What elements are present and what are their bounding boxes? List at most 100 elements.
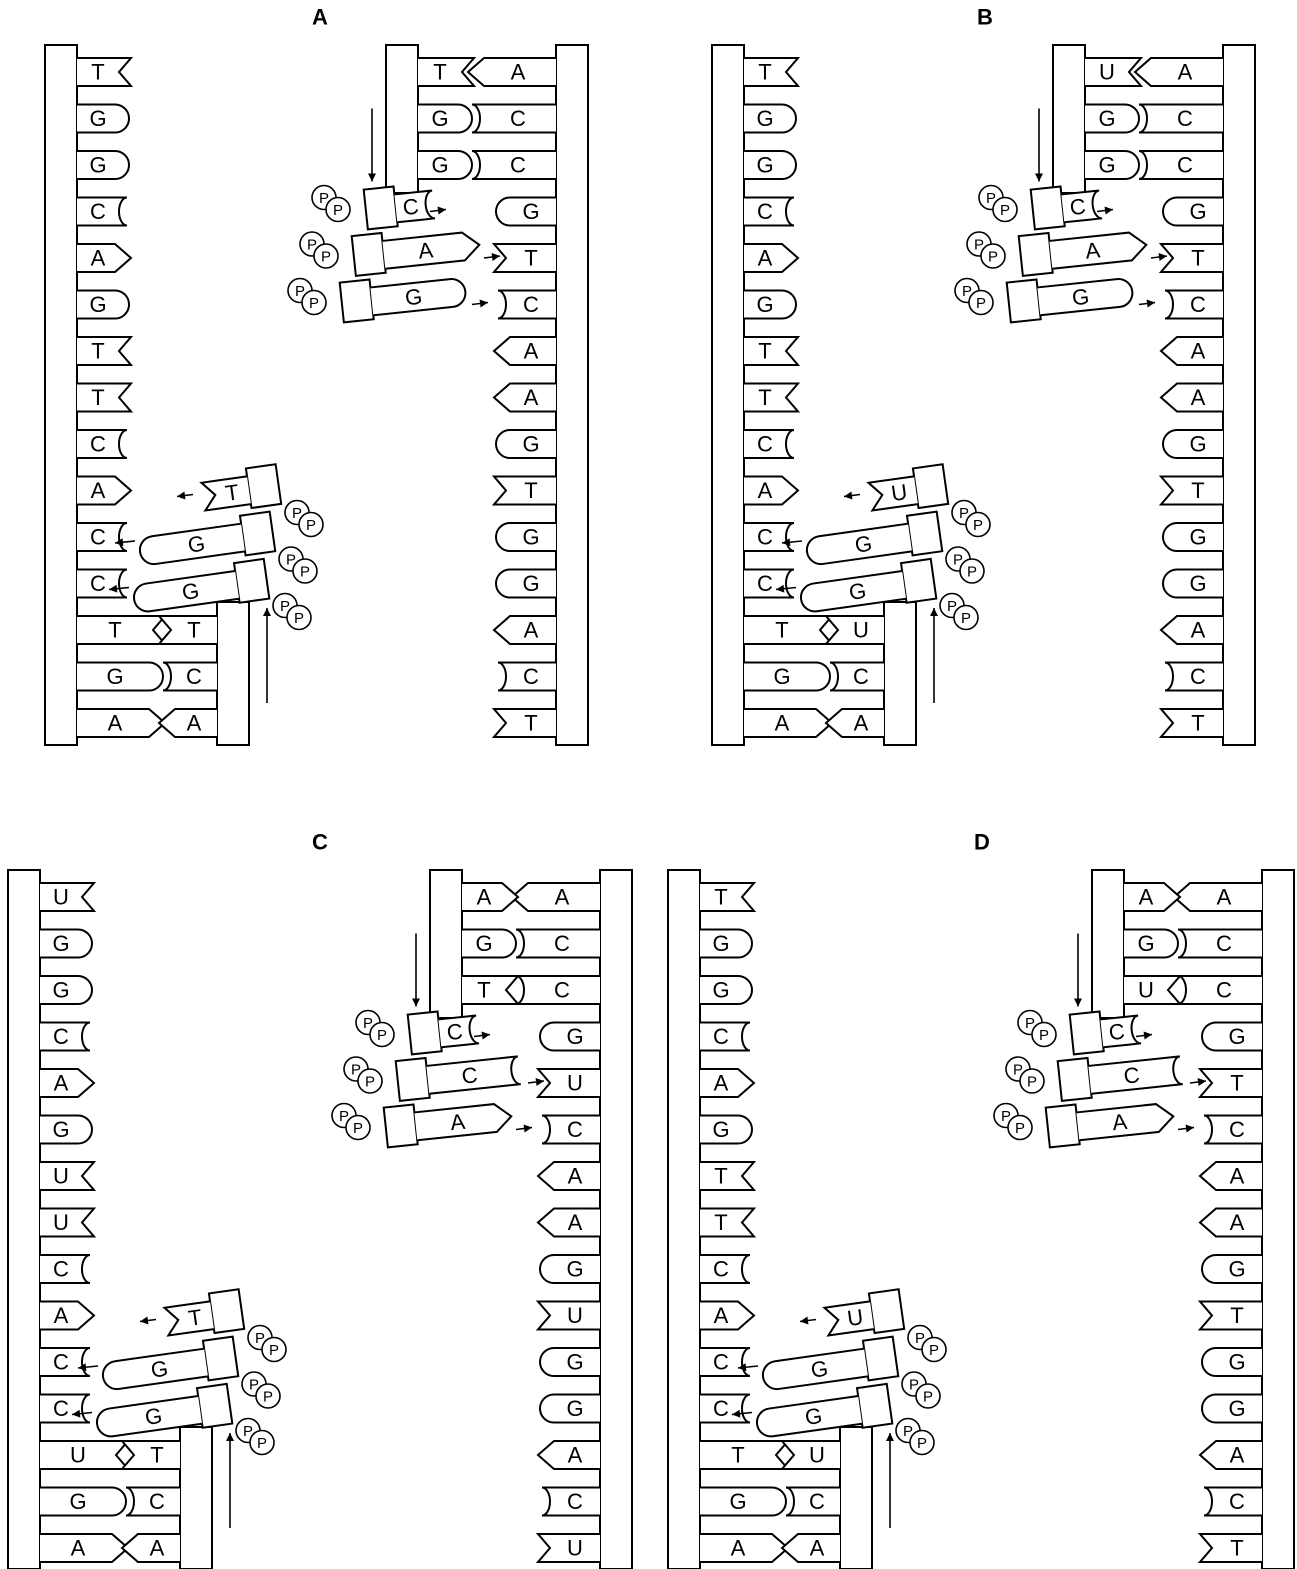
panel-A-right-base-5-letter: C <box>523 292 539 317</box>
panel-B-upper-incoming-base-0-letter: C <box>1069 194 1088 221</box>
panel-B-left-base-3-letter: C <box>757 199 773 224</box>
panel-D-left-base-6-letter: T <box>714 1164 727 1189</box>
panel-C-left-base-11-letter: C <box>53 1396 69 1421</box>
panel-B-upper-incoming-arrow-2-head <box>1147 300 1155 308</box>
panel-D-lower-primer-base-0-letter: A <box>810 1536 825 1561</box>
panel-A-right-template-backbone <box>556 45 588 745</box>
panel-D-left-base-13-letter: G <box>729 1489 746 1514</box>
panel-A-left-base-0-letter: T <box>91 60 104 85</box>
panel-D-left-base-3-letter: C <box>713 1024 729 1049</box>
panel-A-left-base-7-letter: T <box>91 385 104 410</box>
panel-A-upper-incoming-sugar-2 <box>340 279 374 322</box>
panel-D-lower-primer-base-1-letter: C <box>809 1489 825 1514</box>
panel-B-lower-incoming-arrow-2-head <box>844 492 852 500</box>
panel-B-lower-incoming-2: U <box>867 464 948 514</box>
panel-A-upper-primer-base-2-letter: G <box>431 153 448 178</box>
panel-A-upper-incoming-arrow-1-head <box>492 253 500 261</box>
panel-C: CUGGCAGUUCACCUGAACCGUCAAGUGGACUACTGPPGPP… <box>8 830 632 1569</box>
panel-B-lower-incoming-1-phosphates: PP <box>946 547 984 583</box>
panel-C-lower-incoming-0-phosphate-letter-1: P <box>257 1435 267 1452</box>
panel-B-left-base-14-letter: A <box>775 711 790 736</box>
panel-C-lower-primer-backbone <box>180 1427 212 1569</box>
panel-A-left-template-backbone <box>45 45 77 745</box>
panel-B-lower-direction-arrow <box>930 608 938 703</box>
panel-B-upper-incoming-0-phosphates: PP <box>979 186 1017 222</box>
panel-D-upper-incoming-0-phosphate-letter-1: P <box>1039 1027 1049 1044</box>
panel-C-right-base-4-letter: U <box>567 1071 583 1096</box>
panel-D-upper-incoming-base-0-letter: C <box>1108 1019 1127 1046</box>
panel-C-lower-incoming-sugar-1 <box>203 1337 238 1381</box>
panel-D-upper-incoming-arrow-0-head <box>1144 1032 1152 1040</box>
panel-D-right-base-6-letter: A <box>1230 1164 1245 1189</box>
panel-B-lower-incoming-0-phosphates: PP <box>940 594 978 630</box>
panel-A-left-base-12-letter: T <box>108 618 121 643</box>
panel-C-upper-incoming-arrow-2-head <box>524 1125 532 1133</box>
panel-C-left-base-12-letter: U <box>70 1443 86 1468</box>
panel-B-lower-incoming-sugar-1 <box>907 512 942 556</box>
panel-A-lower-incoming-1-phosphates: PP <box>279 547 317 583</box>
panel-D-right-base-1-letter: C <box>1216 931 1232 956</box>
panel-A-right-base-9-letter: T <box>524 478 537 503</box>
panel-C-lower-incoming-base-0-letter: G <box>143 1403 163 1430</box>
panel-D-upper-primer-backbone <box>1092 870 1124 1018</box>
panel-A-right-base-1-letter: C <box>510 106 526 131</box>
panel-C-right-base-1-letter: C <box>554 931 570 956</box>
panel-D-upper-incoming-1-phosphates: PP <box>1006 1057 1044 1093</box>
panel-B-upper-primer-base-1-letter: G <box>1098 106 1115 131</box>
panel-D-lower-incoming-2: U <box>823 1289 904 1339</box>
panel-D-upper-incoming-base-2-letter: A <box>1111 1109 1129 1135</box>
panel-B-right-base-3-letter: G <box>1189 199 1206 224</box>
panel-A-lower-primer-base-2-letter: T <box>187 618 200 643</box>
panel-C-left-base-1-letter: G <box>52 931 69 956</box>
panel-D-lower-incoming-sugar-0 <box>857 1384 892 1428</box>
panel-C-right-base-8-letter: G <box>566 1257 583 1282</box>
panel-C-upper-incoming-2-phosphates: PP <box>332 1104 370 1140</box>
panel-B-upper-incoming-base-2-letter: G <box>1071 284 1091 311</box>
panel-A-lower-incoming-2-phosphates: PP <box>285 501 323 537</box>
panel-A-upper-incoming-base-2-letter: G <box>404 284 424 311</box>
panel-D-lower-primer-base-2-letter: U <box>809 1443 825 1468</box>
panel-D-right-base-13-letter: C <box>1229 1489 1245 1514</box>
panel-B-upper-incoming-sugar-2 <box>1007 279 1041 322</box>
panel-C-lower-incoming-1-phosphate-letter-1: P <box>263 1389 273 1406</box>
panel-C-left-base-3-letter: C <box>53 1024 69 1049</box>
panel-B-left-base-6-letter: T <box>758 339 771 364</box>
panel-D-upper-incoming-2-phosphates: PP <box>994 1104 1032 1140</box>
panel-D-lower-incoming-base-1-letter: G <box>809 1356 829 1383</box>
panel-A-upper-primer-base-0-letter: T <box>433 60 446 85</box>
panel-D-right-base-3-letter: G <box>1228 1024 1245 1049</box>
panel-C-lower-incoming-0-phosphates: PP <box>236 1419 274 1455</box>
panel-C-upper-incoming-arrow-1-head <box>536 1078 544 1086</box>
panel-D-right-base-2-letter: C <box>1216 978 1232 1003</box>
panel-B-lower-incoming-0-phosphate-letter-1: P <box>961 610 971 627</box>
panel-C-right-base-11-letter: G <box>566 1396 583 1421</box>
panel-C-left-base-8-letter: C <box>53 1257 69 1282</box>
panel-D-left-base-10-letter: C <box>713 1350 729 1375</box>
panel-A-upper-incoming-0-phosphate-letter-1: P <box>333 202 343 219</box>
panel-C-upper-primer-base-0-letter: A <box>477 885 492 910</box>
panel-B-upper-primer-base-0-letter: U <box>1099 60 1115 85</box>
panel-A-right-base-10-letter: G <box>522 525 539 550</box>
panel-C-upper-incoming-arrow-0 <box>474 1032 490 1040</box>
panel-A-left-base-5-letter: G <box>89 292 106 317</box>
panel-D-left-base-14-letter: A <box>731 1536 746 1561</box>
panel-B-lower-incoming-sugar-2 <box>913 464 948 508</box>
panel-D-left-base-4-letter: A <box>714 1071 729 1096</box>
panel-D-upper-primer-base-0-letter: A <box>1139 885 1154 910</box>
panel-B-right-base-11-letter: G <box>1189 571 1206 596</box>
panel-C-left-base-5-letter: G <box>52 1117 69 1142</box>
panel-B-lower-incoming-1-phosphate-letter-1: P <box>967 564 977 581</box>
panel-C-left-base-13-letter: G <box>69 1489 86 1514</box>
panel-B-right-base-1-letter: C <box>1177 106 1193 131</box>
panel-D-right-base-0-letter: A <box>1217 885 1232 910</box>
panel-B-upper-incoming-arrow-2 <box>1139 300 1155 308</box>
panel-B-lower-incoming-2-phosphates: PP <box>952 501 990 537</box>
panel-B-lower-primer-base-0-letter: A <box>854 711 869 736</box>
panel-A-right-base-7-letter: A <box>524 385 539 410</box>
panel-C-left-base-6-letter: U <box>53 1164 69 1189</box>
panel-C-right-base-6-letter: A <box>568 1164 583 1189</box>
panel-B-upper-incoming-0-phosphate-letter-1: P <box>1000 202 1010 219</box>
panel-D-lower-incoming-base-0-letter: G <box>803 1403 823 1430</box>
panel-C-upper-incoming-arrow-1 <box>528 1078 544 1086</box>
panel-B-left-base-12-letter: T <box>775 618 788 643</box>
